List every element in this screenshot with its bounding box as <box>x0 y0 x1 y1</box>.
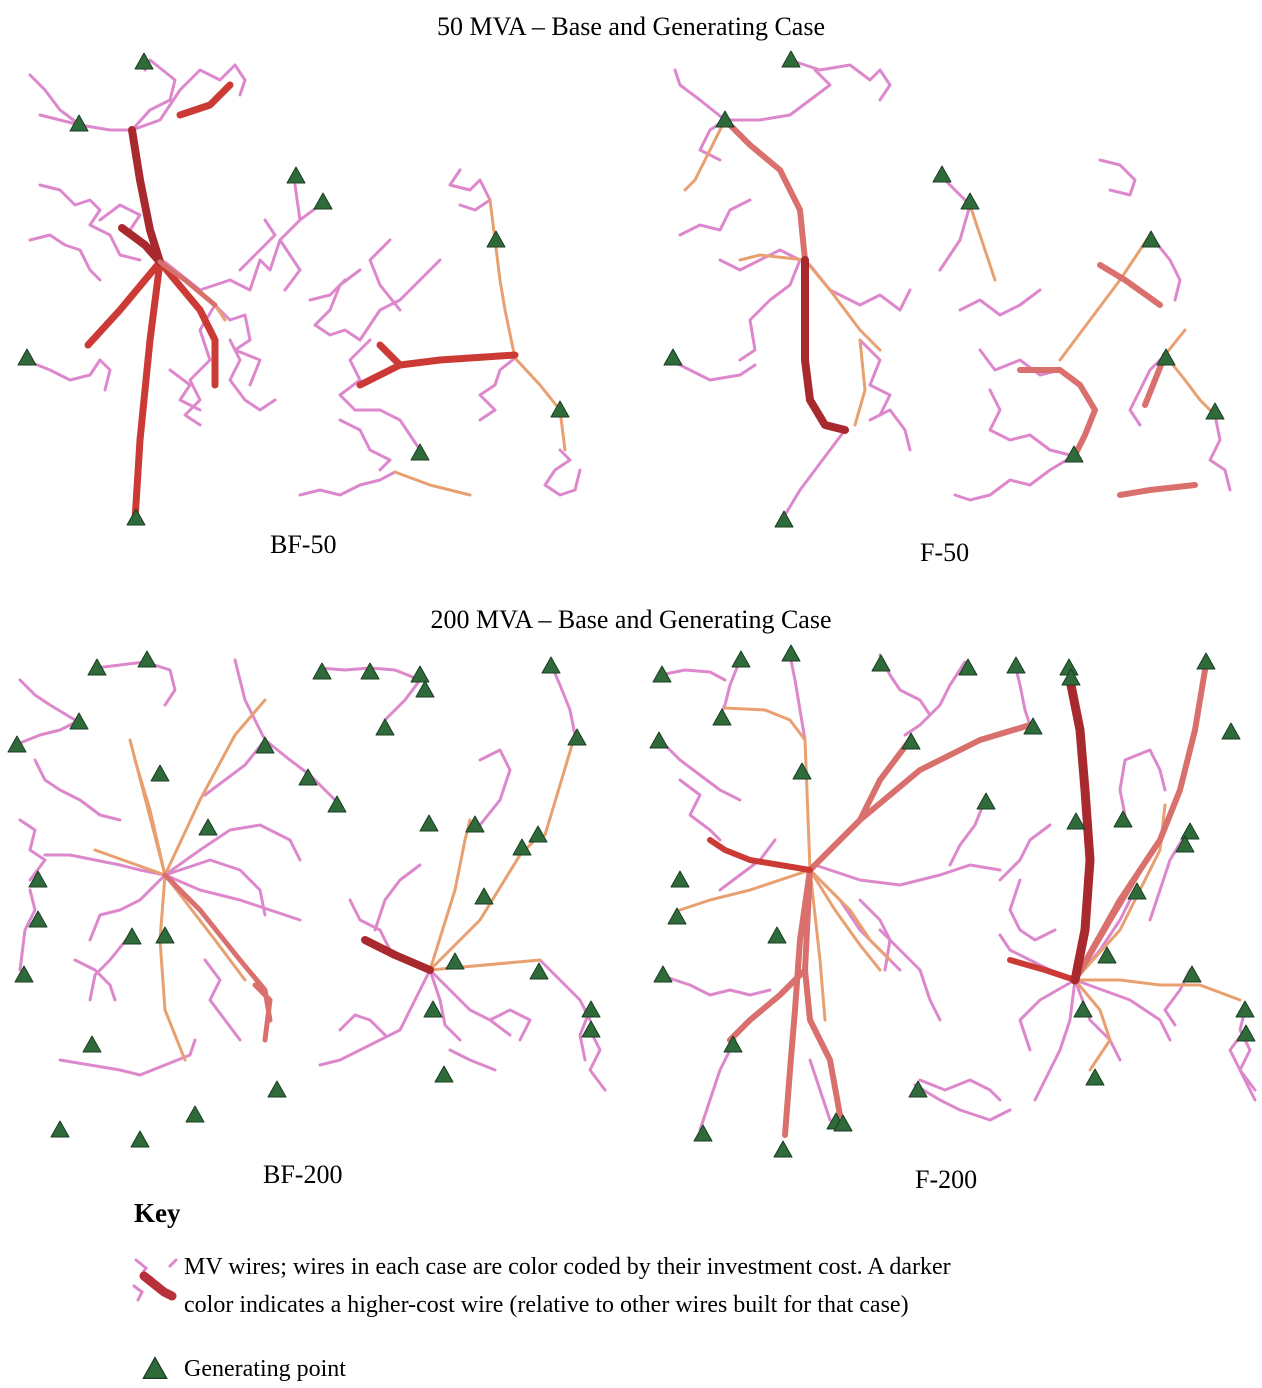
mv-wire-legend-text-line2: color indicates a higher-cost wire (rela… <box>184 1286 1184 1324</box>
bf50-network <box>18 53 580 525</box>
bottom-section-title: 200 MVA – Base and Generating Case <box>0 605 1262 635</box>
panel-label-f200: F-200 <box>915 1165 977 1195</box>
key-title: Key <box>134 1198 181 1229</box>
panel-label-bf200: BF-200 <box>263 1160 342 1190</box>
generating-point-legend-icon <box>142 1356 168 1380</box>
network-diagrams-top <box>0 40 1262 580</box>
generating-point-legend-text: Generating point <box>184 1350 1184 1388</box>
network-diagrams-bottom <box>0 640 1262 1170</box>
mv-wire-legend-text-line1: MV wires; wires in each case are color c… <box>184 1248 1184 1286</box>
bf200-network <box>8 651 605 1147</box>
panel-label-bf50: BF-50 <box>270 530 336 560</box>
mv-wire-legend-icon <box>130 1256 180 1306</box>
f50-network <box>664 51 1230 527</box>
panel-label-f50: F-50 <box>920 538 969 568</box>
f200-network <box>650 645 1255 1157</box>
top-section-title: 50 MVA – Base and Generating Case <box>0 12 1262 42</box>
